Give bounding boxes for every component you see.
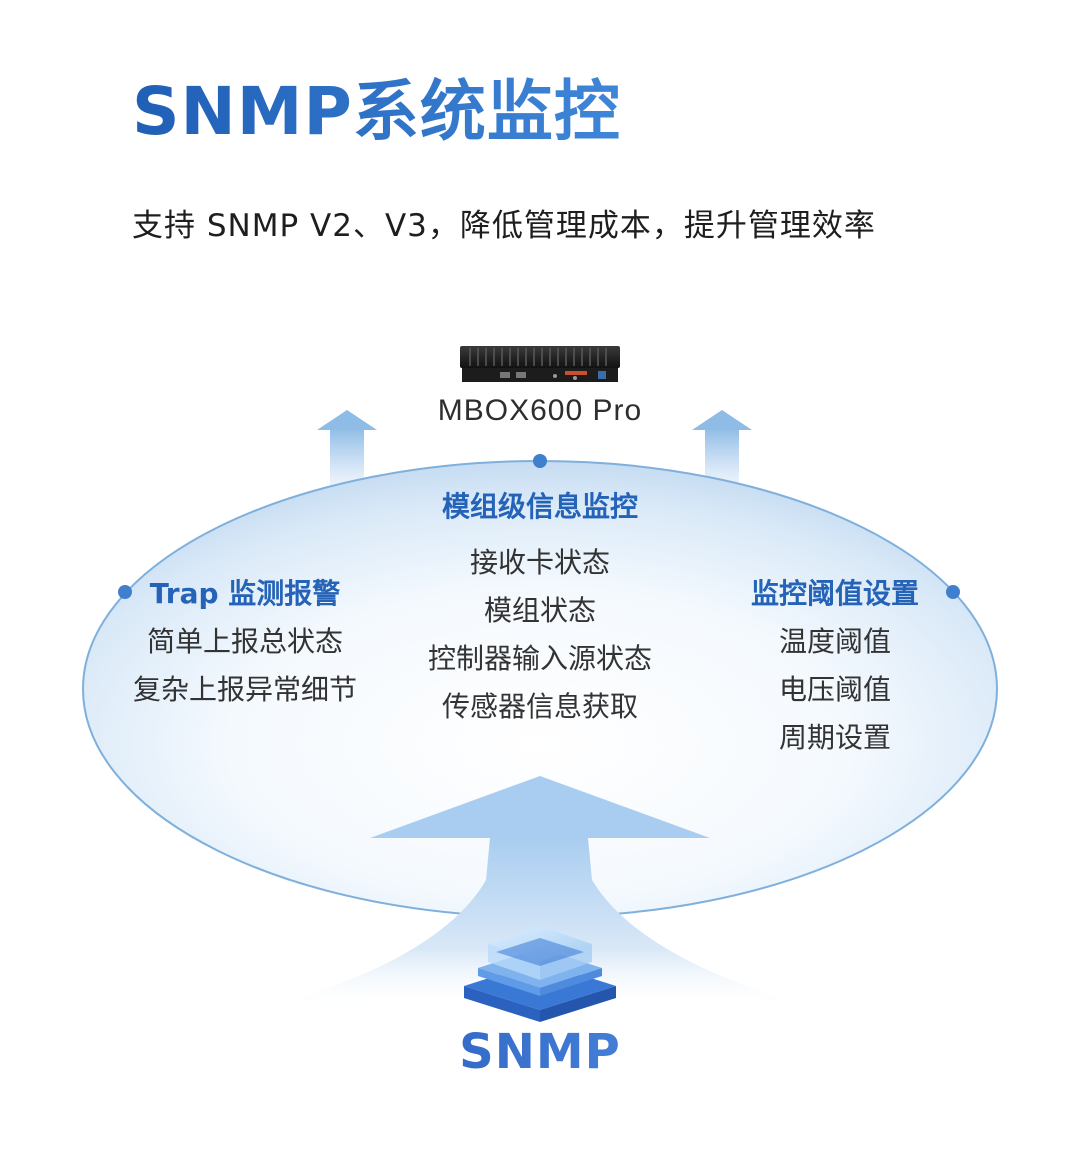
page-title: SNMP系统监控 [132,58,621,154]
node-dot-right [946,585,960,599]
stacked-layers-icon [464,926,616,1022]
list-item: 复杂上报异常细节 [132,673,357,706]
list-item: 传感器信息获取 [441,690,638,723]
node-dot-top [533,454,547,468]
list-item: 控制器输入源状态 [427,642,652,675]
threshold-settings-column: 监控阈值设置 温度阈值 电压阈值 周期设置 [705,572,965,762]
node-dot-left [118,585,132,599]
list-item: 模组状态 [483,594,596,627]
big-up-arrow-icon [260,776,820,1010]
server-device-icon [460,346,620,382]
list-item: 简单上报总状态 [146,625,343,658]
list-item: 温度阈值 [778,625,891,658]
list-item: 周期设置 [778,721,891,754]
trap-alarm-column: Trap 监测报警 简单上报总状态 复杂上报异常细节 [110,572,380,714]
list-item: 电压阈值 [778,673,891,706]
module-monitor-column: 模组级信息监控 接收卡状态 模组状态 控制器输入源状态 传感器信息获取 [390,485,690,731]
snmp-label: SNMP [390,1024,690,1080]
threshold-settings-heading: 监控阈值设置 [750,577,919,610]
module-monitor-heading: 模组级信息监控 [441,490,638,523]
device-label: MBOX600 Pro [437,394,643,427]
page-subtitle: 支持 SNMP V2、V3，降低管理成本，提升管理效率 [132,208,876,244]
list-item: 接收卡状态 [469,546,610,579]
trap-alarm-heading: Trap 监测报警 [149,577,341,610]
